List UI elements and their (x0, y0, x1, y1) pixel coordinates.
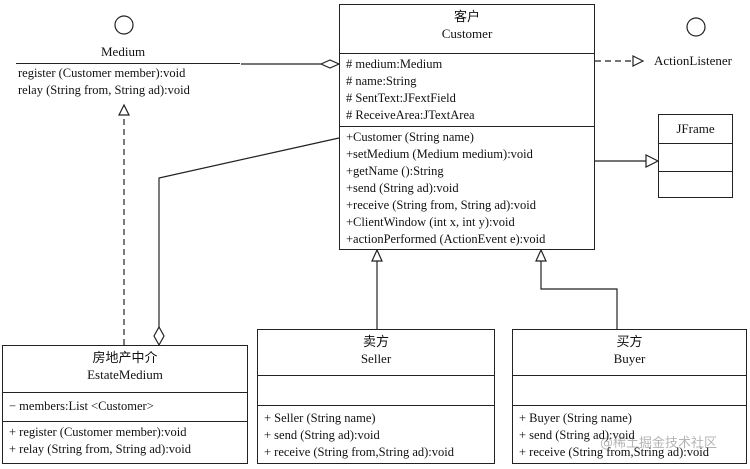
buyer-method-send: + send (String ad):void (519, 428, 635, 442)
buyer-method-receive: + receive (String from,String ad):void (519, 445, 709, 459)
buyer-class-name-cn: 买方 (616, 334, 643, 349)
estatemedium-attributes: − members:List <Customer> (3, 392, 247, 421)
seller-methods: + Seller (String name) + send (String ad… (258, 405, 494, 463)
seller-method-constructor: + Seller (String name) (264, 411, 376, 425)
estatemedium-methods: + register (Customer member):void + rela… (3, 421, 247, 460)
medium-interface-name: Medium (101, 44, 146, 59)
customer-methods: +Customer (String name) +setMedium (Medi… (340, 126, 594, 250)
estatemedium-class: 房地产中介 EstateMedium − members:List <Custo… (2, 345, 248, 464)
seller-method-receive: + receive (String from,String ad):void (264, 445, 454, 459)
seller-class-header: 卖方 Seller (258, 330, 494, 375)
estatemedium-class-name: EstateMedium (87, 367, 163, 382)
customer-method-send: +send (String ad):void (346, 181, 459, 195)
estatemedium-class-name-cn: 房地产中介 (92, 350, 158, 365)
buyer-class-header: 买方 Buyer (513, 330, 746, 375)
customer-method-constructor: +Customer (String name) (346, 130, 474, 144)
customer-class-name: Customer (441, 26, 493, 41)
customer-method-setmedium: +setMedium (Medium medium):void (346, 147, 533, 161)
actionlistener-interface-name: ActionListener (654, 53, 732, 68)
buyer-extends-customer-line (540, 261, 618, 329)
jframe-attributes (659, 143, 732, 171)
estate-customer-aggregation-diamond (153, 325, 165, 347)
watermark-text: @稀土掘金技术社区 (600, 436, 718, 451)
buyer-class-name: Buyer (613, 351, 646, 366)
customer-class-header: 客户 Customer (340, 5, 594, 53)
seller-class: 卖方 Seller + Seller (String name) + send … (257, 329, 495, 464)
medium-interface-divider (16, 63, 240, 64)
seller-class-name: Seller (360, 351, 392, 366)
customer-attr-receivearea: # ReceiveArea:JTextArea (346, 108, 475, 122)
estate-realizes-medium-arrow (118, 103, 130, 116)
customer-method-getname: +getName ():String (346, 164, 444, 178)
buyer-class: 买方 Buyer + Buyer (String name) + send (S… (512, 329, 747, 464)
customer-extends-jframe-arrow (645, 154, 660, 168)
estatemedium-class-header: 房地产中介 EstateMedium (3, 346, 247, 392)
jframe-methods (659, 171, 732, 197)
medium-method-relay: relay (String from, String ad):void (18, 83, 190, 97)
actionlistener-interface-circle (686, 17, 706, 37)
seller-method-send: + send (String ad):void (264, 428, 380, 442)
customer-attributes: # medium:Medium # name:String # SentText… (340, 53, 594, 126)
customer-class-name-cn: 客户 (453, 9, 480, 24)
customer-realizes-actionlistener-arrow (632, 55, 645, 67)
customer-attr-medium: # medium:Medium (346, 57, 443, 71)
buyer-attributes (513, 375, 746, 405)
medium-interface-circle (114, 15, 134, 35)
estatemedium-method-relay: + relay (String from, String ad):void (9, 442, 192, 456)
customer-attr-senttext: # SentText:JFextField (346, 91, 456, 105)
estatemedium-attr-members: − members:List <Customer> (9, 399, 154, 413)
customer-method-clientwindow: +ClientWindow (int x, int y):void (346, 215, 515, 229)
estatemedium-method-register: + register (Customer member):void (9, 425, 187, 439)
customer-method-actionperformed: +actionPerformed (ActionEvent e):void (346, 232, 546, 246)
customer-attr-name: # name:String (346, 74, 417, 88)
medium-methods: register (Customer member):void relay (S… (18, 65, 190, 99)
buyer-extends-customer-arrow (535, 248, 547, 262)
seller-extends-customer-arrow (371, 248, 383, 262)
customer-medium-aggregation-diamond (319, 59, 341, 69)
jframe-class-name: JFrame (676, 121, 715, 136)
seller-class-name-cn: 卖方 (362, 334, 389, 349)
estate-customer-aggregation-line (158, 137, 340, 328)
customer-class: 客户 Customer # medium:Medium # name:Strin… (339, 4, 595, 250)
seller-attributes (258, 375, 494, 405)
buyer-method-constructor: + Buyer (String name) (519, 411, 632, 425)
medium-method-register: register (Customer member):void (18, 66, 186, 80)
buyer-methods: + Buyer (String name) + send (String ad)… (513, 405, 746, 463)
jframe-class: JFrame (658, 114, 733, 198)
customer-method-receive: +receive (String from, String ad):void (346, 198, 536, 212)
